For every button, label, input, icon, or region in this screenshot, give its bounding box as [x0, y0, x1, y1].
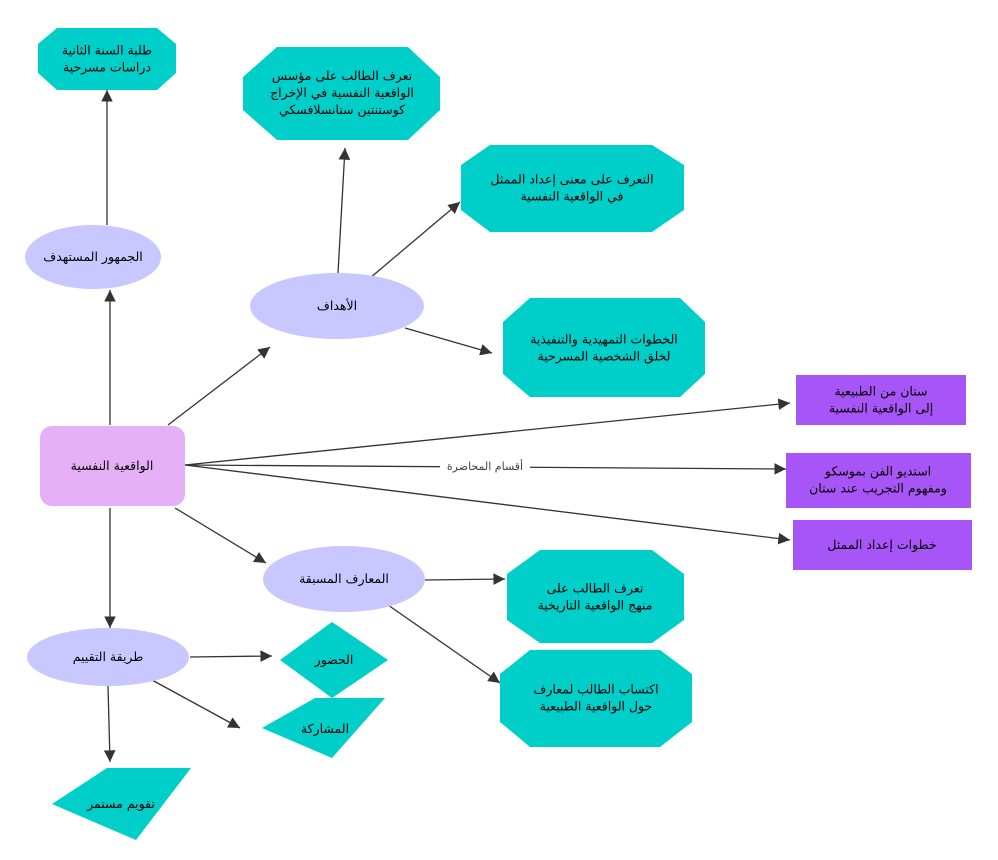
- node-label-line: التعرف على معنى إعداد الممثل: [490, 172, 653, 188]
- node-label-line: استديو الفن بموسكو: [824, 464, 931, 480]
- node-label-line: تعرف الطالب على: [547, 581, 644, 597]
- node-label: المشاركة: [301, 721, 349, 737]
- node-label-line: لخلق الشخصية المسرحية: [538, 349, 671, 365]
- node-label: طريقة التقييم: [73, 649, 144, 665]
- edge-root-to-goals: [167, 346, 271, 426]
- node-label-line: إلى الواقعية النفسية: [829, 401, 933, 417]
- node-participation: المشاركة: [262, 698, 385, 758]
- node-label-line: دراسات مسرحية: [63, 60, 151, 76]
- node-prior: المعارف المسبقة: [263, 546, 425, 612]
- node-label-line: كوستنتين ستانسلافسكي: [279, 102, 405, 118]
- node-label-line: الخطوات التمهيدية والتنفيذية: [530, 332, 678, 348]
- node-label: تقويم مستمر: [86, 796, 155, 812]
- node-label: طلبة السنة الثانية دراسات مسرحية: [62, 43, 152, 76]
- edge-goals-to-goal3: [404, 327, 493, 356]
- edge-root-to-prior: [174, 507, 267, 564]
- node-label-line: في الواقعية النفسية: [520, 189, 623, 205]
- node-label-line: ستان من الطبيعية: [835, 384, 928, 400]
- edge-eval-to-participation: [151, 679, 241, 729]
- node-label-line: المعارف المسبقة: [299, 571, 389, 587]
- node-label-line: الواقعية النفسية في الإخراج: [270, 85, 414, 101]
- node-label-line: تقويم مستمر: [86, 796, 155, 812]
- edge-eval-to-continuous: [103, 685, 116, 763]
- node-eval: طريقة التقييم: [27, 628, 189, 686]
- node-goals: الأهداف: [250, 273, 424, 339]
- node-label: خطوات إعداد الممثل: [827, 537, 936, 553]
- node-label-line: طريقة التقييم: [73, 649, 144, 665]
- node-label: الحضور: [314, 652, 354, 668]
- node-label-line: الواقعية النفسية: [71, 458, 154, 474]
- edge-root-to-part1: [184, 398, 791, 466]
- node-part3: خطوات إعداد الممثل: [793, 520, 972, 570]
- edge-eval-to-attendance: [189, 650, 273, 662]
- node-label: الأهداف: [317, 298, 357, 313]
- node-label-line: خطوات إعداد الممثل: [827, 537, 936, 553]
- node-label-line: تعرف الطالب على مؤسس: [272, 68, 413, 84]
- edge-prior-to-prior2: [387, 604, 501, 684]
- node-root: الواقعية النفسية: [40, 426, 185, 506]
- node-label-line: اكتساب الطالب لمعارف: [533, 682, 658, 698]
- node-label-line: منهج الواقعية التاريخية: [538, 598, 653, 614]
- node-label-line: ومفهوم التجريب عند ستان: [809, 481, 947, 497]
- node-label: الجمهور المستهدف: [43, 249, 143, 265]
- node-label-line: الجمهور المستهدف: [43, 249, 143, 265]
- edge-goals-to-goal1: [337, 147, 351, 274]
- node-continuous: تقويم مستمر: [52, 768, 191, 840]
- edge-root-to-part3: [184, 464, 791, 545]
- edge-goals-to-goal2: [369, 201, 461, 279]
- node-audience: الجمهور المستهدف: [25, 225, 161, 289]
- edge-label-sections: أقسام المحاضرة: [447, 459, 523, 473]
- node-label-line: طلبة السنة الثانية: [62, 43, 152, 58]
- node-label-line: الحضور: [314, 652, 354, 668]
- node-label: الواقعية النفسية: [71, 458, 154, 474]
- node-label-line: الأهداف: [317, 298, 357, 313]
- node-label: المعارف المسبقة: [299, 571, 389, 587]
- node-label-line: حول الواقعية الطبيعية: [540, 699, 653, 715]
- edge-prior-to-prior1: [424, 573, 506, 585]
- node-attendance: الحضور: [280, 622, 388, 698]
- node-label-line: المشاركة: [301, 721, 349, 737]
- node-second-year: طلبة السنة الثانية دراسات مسرحية: [38, 28, 176, 90]
